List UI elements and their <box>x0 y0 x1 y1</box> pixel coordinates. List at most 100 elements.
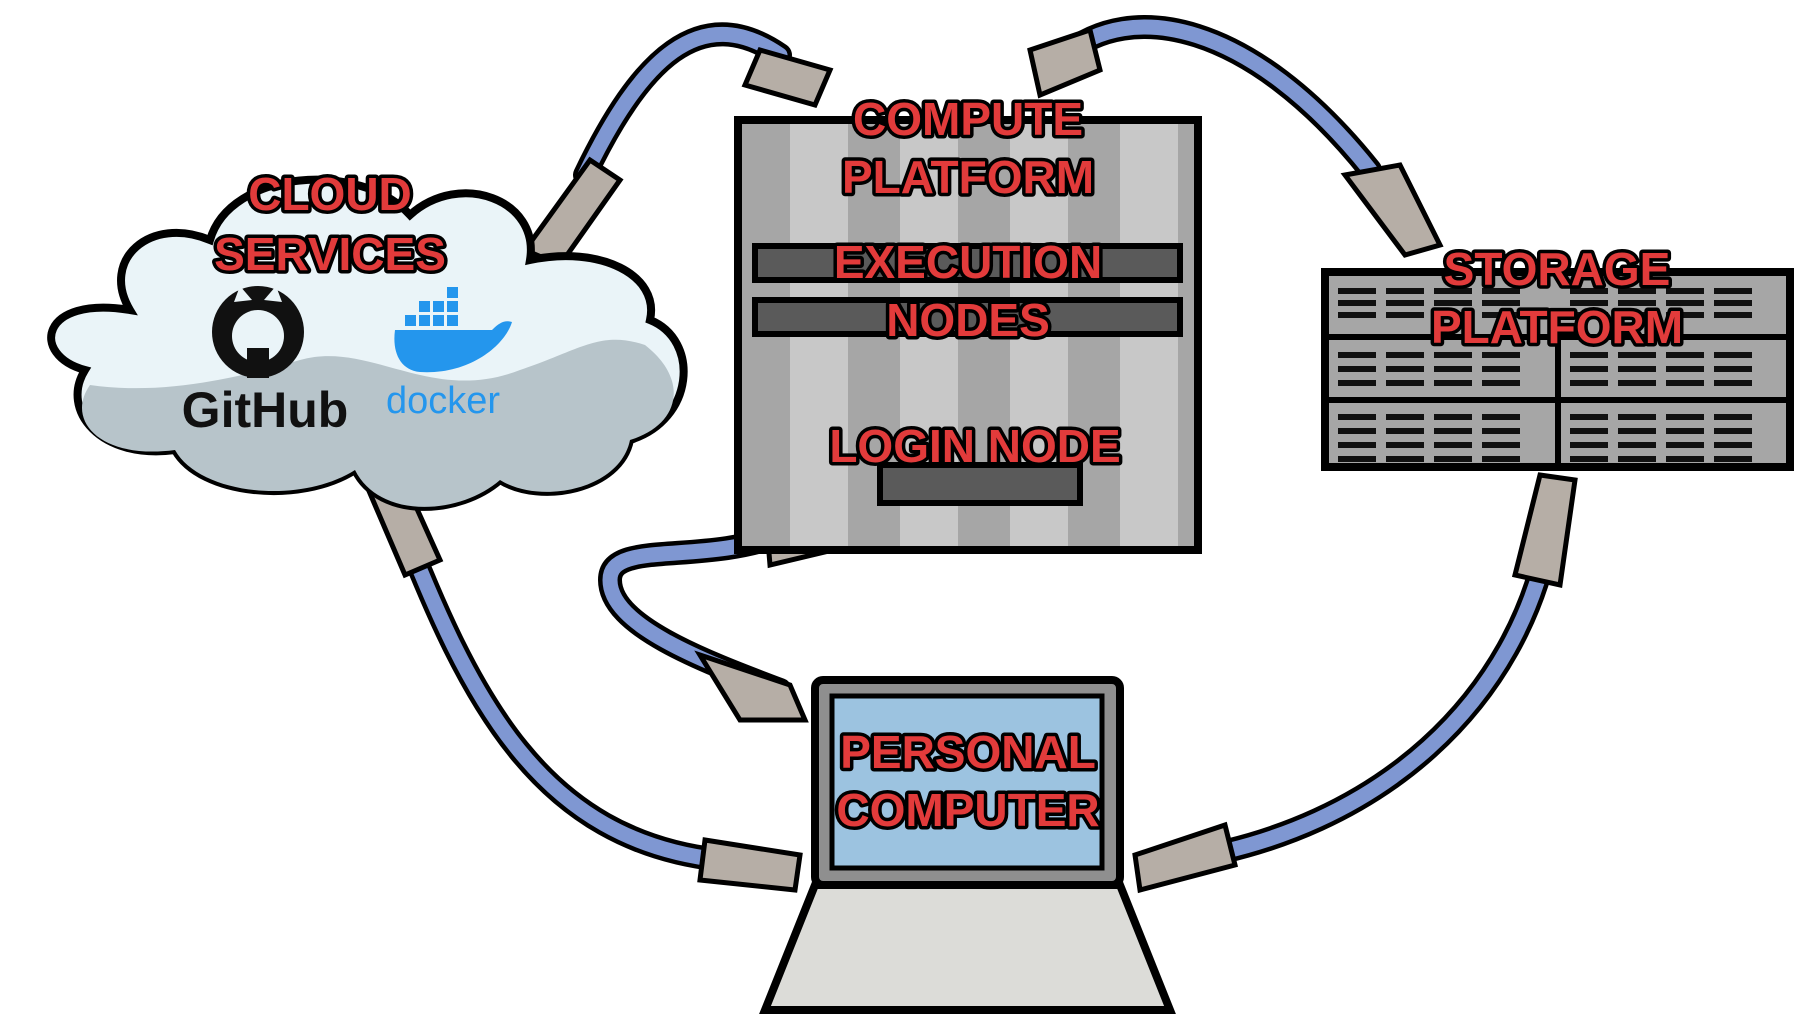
drive-slot <box>1338 366 1376 372</box>
drive-slot <box>1482 380 1520 386</box>
drive-slot <box>1666 456 1704 462</box>
compute-platform-node: COMPUTE PLATFORM EXECUTION NODES LOGIN N… <box>734 90 1202 554</box>
drive-slot <box>1714 352 1752 358</box>
execution-label-line1: EXECUTION <box>834 236 1102 288</box>
plug-icon <box>694 650 809 723</box>
drive-slot <box>1618 414 1656 420</box>
drive-slot <box>1570 300 1608 306</box>
drive-slot <box>1666 288 1704 294</box>
drive-slot <box>1482 456 1520 462</box>
drive-slot <box>1386 414 1424 420</box>
plug-icon <box>521 156 624 269</box>
drive-slot <box>1666 428 1704 434</box>
drive-slot <box>1386 352 1424 358</box>
drive-slot <box>1434 456 1472 462</box>
github-icon <box>212 286 304 378</box>
docker-icon <box>394 287 512 373</box>
drive-slot <box>1714 428 1752 434</box>
drive-slot <box>1714 288 1752 294</box>
github-logo-text: GitHub <box>182 382 349 438</box>
drive-slot <box>1714 300 1752 306</box>
drive-slot <box>1482 428 1520 434</box>
login-node-bar <box>877 462 1083 506</box>
drive-slot <box>1434 428 1472 434</box>
drive-slot <box>1434 442 1472 448</box>
drive-slot <box>1434 380 1472 386</box>
plug-icon <box>1027 26 1103 99</box>
cable-storage-personal <box>1132 472 1578 894</box>
compute-label-line2: PLATFORM <box>842 151 1094 203</box>
drive-slot <box>1666 300 1704 306</box>
drive-slot <box>1618 380 1656 386</box>
drive-slot <box>1618 366 1656 372</box>
drive-slot <box>1386 456 1424 462</box>
plug-icon <box>1340 162 1444 258</box>
drive-slot <box>1482 442 1520 448</box>
drive-slot <box>1434 352 1472 358</box>
cables <box>356 15 1578 894</box>
storage-label-line2: PLATFORM <box>1431 301 1683 353</box>
drive-slot <box>1666 352 1704 358</box>
drive-slot <box>1386 380 1424 386</box>
drive-slot <box>1434 414 1472 420</box>
plug-icon <box>697 837 803 893</box>
drive-slot <box>1570 288 1608 294</box>
drive-slots <box>1338 288 1752 462</box>
drive-slot <box>1338 456 1376 462</box>
laptop-screen <box>829 693 1105 871</box>
drive-slot <box>1570 312 1608 318</box>
drive-slot <box>1482 288 1520 294</box>
cloud-label-line1: CLOUD <box>248 168 412 220</box>
drive-slot <box>1618 288 1656 294</box>
drive-slot <box>1570 442 1608 448</box>
drive-slot <box>1434 312 1472 318</box>
drive-slot <box>1666 442 1704 448</box>
execution-node-bar <box>752 243 1183 283</box>
drive-slot <box>1386 442 1424 448</box>
drive-slot <box>1482 414 1520 420</box>
plug-icon <box>1511 472 1578 589</box>
drive-slot <box>1338 312 1376 318</box>
drive-slot <box>1338 442 1376 448</box>
execution-node-bar <box>752 297 1183 337</box>
login-node-label: LOGIN NODE <box>829 420 1120 472</box>
drive-slot <box>1338 380 1376 386</box>
drive-slot <box>1338 414 1376 420</box>
drive-slot <box>1434 366 1472 372</box>
drive-slot <box>1714 442 1752 448</box>
drive-slot <box>1386 366 1424 372</box>
drive-slot <box>1386 428 1424 434</box>
drive-slot <box>1618 352 1656 358</box>
cloud-shade <box>81 339 674 507</box>
storage-platform-node: STORAGE PLATFORM <box>1321 240 1794 471</box>
compute-label-line1: COMPUTE <box>853 93 1083 145</box>
drive-slot <box>1714 312 1752 318</box>
drive-slot <box>1666 414 1704 420</box>
drive-slot <box>1714 456 1752 462</box>
drive-slot <box>1570 352 1608 358</box>
drive-slot <box>1570 380 1608 386</box>
drive-slot <box>1666 312 1704 318</box>
drive-slot <box>1482 312 1520 318</box>
drive-slot <box>1386 300 1424 306</box>
drive-slot <box>1570 428 1608 434</box>
drive-slot <box>1714 380 1752 386</box>
docker-logo-text: docker <box>386 380 500 422</box>
drive-slot <box>1666 366 1704 372</box>
personal-label-line1: PERSONAL <box>840 726 1096 778</box>
drive-slot <box>1338 428 1376 434</box>
drive-slot <box>1618 456 1656 462</box>
drive-slot <box>1714 366 1752 372</box>
plug-icon <box>1132 821 1239 894</box>
cable-compute-storage <box>1027 15 1444 258</box>
personal-label-line2: COMPUTER <box>836 784 1099 836</box>
drive-slot <box>1666 380 1704 386</box>
personal-computer-node: PERSONAL COMPUTER <box>759 676 1176 1014</box>
drive-slot <box>1482 300 1520 306</box>
plug-icon <box>741 46 834 109</box>
cloud-services-node: GitHub docker CLOUD SERVICES <box>47 165 688 511</box>
drive-slot <box>1434 288 1472 294</box>
execution-label-line2: NODES <box>886 294 1050 346</box>
